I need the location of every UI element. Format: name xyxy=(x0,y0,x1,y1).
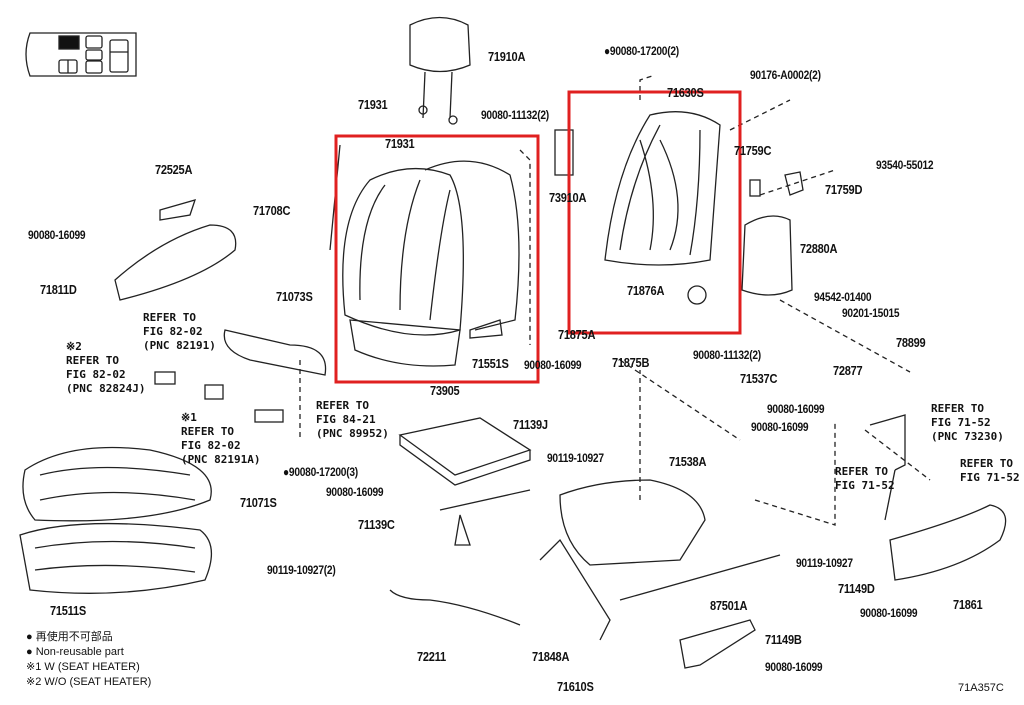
part-label[interactable]: 71511S xyxy=(50,603,86,618)
refer-line: FIG 71-52 xyxy=(835,479,895,492)
part-label[interactable]: 90080-16099 xyxy=(28,228,86,242)
seat-frame-drawing xyxy=(154,329,906,669)
refer-line: (PNC 82191) xyxy=(143,339,216,352)
seat-locator-icon xyxy=(25,32,137,77)
refer-line: REFER TO xyxy=(931,402,984,415)
part-label[interactable]: 71551S xyxy=(472,356,509,371)
legend-item: ● 再使用不可部品 xyxy=(26,631,113,643)
part-label[interactable]: 94542-01400 xyxy=(814,290,872,304)
refer-line: ※1 xyxy=(181,411,197,424)
refer-line: FIG 82-02 xyxy=(66,368,126,381)
refer-line: FIG 84-21 xyxy=(316,413,376,426)
part-label[interactable]: 71848A xyxy=(532,649,570,664)
part-label[interactable]: 90080-16099 xyxy=(860,606,918,620)
part-label[interactable]: 73905 xyxy=(430,383,460,398)
part-label[interactable]: ●90080-17200(2) xyxy=(604,44,679,58)
legend-item: ※2 W/O (SEAT HEATER) xyxy=(26,676,152,688)
part-label[interactable]: 90119-10927(2) xyxy=(267,563,336,577)
part-label[interactable]: 72211 xyxy=(417,649,446,664)
part-label[interactable]: 71537C xyxy=(740,371,778,386)
seatback-frame-drawing xyxy=(554,111,804,305)
part-label[interactable]: 72880A xyxy=(800,241,838,256)
highlight-box-seatback-cover xyxy=(334,134,540,384)
refer-line: REFER TO xyxy=(835,465,888,478)
part-label[interactable]: 71861 xyxy=(953,597,983,612)
part-label[interactable]: 90080-16099 xyxy=(326,485,384,499)
refer-line: REFER TO xyxy=(143,311,196,324)
part-label[interactable]: 93540-55012 xyxy=(876,158,934,172)
part-label[interactable]: 90080-16099 xyxy=(767,402,825,416)
refer-line: (PNC 82191A) xyxy=(181,453,261,466)
part-label[interactable]: 90080-16099 xyxy=(751,420,809,434)
part-label[interactable]: 71708C xyxy=(253,203,291,218)
part-label[interactable]: 90080-16099 xyxy=(765,660,823,674)
refer-line: FIG 71-52 xyxy=(960,471,1020,484)
part-label[interactable]: 71875B xyxy=(612,355,650,370)
refer-line: REFER TO xyxy=(181,425,234,438)
part-label[interactable]: 90080-11132(2) xyxy=(693,348,761,362)
refer-line: (PNC 73230) xyxy=(931,430,1004,443)
legend-item: ※1 W (SEAT HEATER) xyxy=(26,661,140,673)
part-label[interactable]: 90201-15015 xyxy=(842,306,900,320)
part-label[interactable]: 71073S xyxy=(276,289,313,304)
legend: ● 再使用不可部品 ● Non-reusable part ※1 W (SEAT… xyxy=(26,630,151,690)
part-label[interactable]: 90176-A0002(2) xyxy=(750,68,821,82)
part-label[interactable]: 71538A xyxy=(669,454,707,469)
part-label[interactable]: ●90080-17200(3) xyxy=(283,465,358,479)
part-label[interactable]: 90119-10927 xyxy=(796,556,853,570)
refer-line: (PNC 82824J) xyxy=(66,382,146,395)
headrest-drawing xyxy=(409,16,471,125)
part-label[interactable]: 71149D xyxy=(838,581,875,596)
part-label[interactable]: 71610S xyxy=(557,679,594,694)
part-label[interactable]: 71875A xyxy=(558,327,596,342)
part-label[interactable]: 71876A xyxy=(627,283,665,298)
part-label[interactable]: 71759C xyxy=(734,143,772,158)
part-label[interactable]: 71759D xyxy=(825,182,863,197)
part-label[interactable]: 71811D xyxy=(40,282,77,297)
seatback-cover-drawing xyxy=(329,144,520,367)
part-label[interactable]: 90080-11132(2) xyxy=(481,108,549,122)
refer-line: FIG 71-52 xyxy=(931,416,991,429)
figure-code: 71A357C xyxy=(958,682,1004,694)
part-label[interactable]: 87501A xyxy=(710,598,748,613)
refer-line: REFER TO xyxy=(960,457,1013,470)
part-label[interactable]: 72877 xyxy=(833,363,863,378)
part-label[interactable]: 72525A xyxy=(155,162,193,177)
refer-line: FIG 82-02 xyxy=(143,325,203,338)
seat-cushion-drawing xyxy=(19,446,212,594)
refer-line: REFER TO xyxy=(316,399,369,412)
part-label[interactable]: 71931 xyxy=(358,97,388,112)
part-label[interactable]: 71071S xyxy=(240,495,277,510)
side-cover-drawing xyxy=(114,199,1007,581)
part-label[interactable]: 73910A xyxy=(549,190,587,205)
part-label[interactable]: 71149B xyxy=(765,632,802,647)
refer-line: REFER TO xyxy=(66,354,119,367)
part-label[interactable]: 90080-16099 xyxy=(524,358,582,372)
part-label[interactable]: 71139C xyxy=(358,517,395,532)
part-label[interactable]: 71910A xyxy=(488,49,526,64)
part-label[interactable]: 90119-10927 xyxy=(547,451,604,465)
part-label[interactable]: 71139J xyxy=(513,417,548,432)
highlight-box-seatback-frame xyxy=(567,90,742,335)
refer-line: (PNC 89952) xyxy=(316,427,389,440)
part-label[interactable]: 71630S xyxy=(667,85,704,100)
part-label[interactable]: 71931 xyxy=(385,136,415,151)
refer-line: FIG 82-02 xyxy=(181,439,241,452)
legend-item: ● Non-reusable part xyxy=(26,646,124,658)
part-label[interactable]: 78899 xyxy=(896,335,926,350)
refer-line: ※2 xyxy=(66,340,82,353)
